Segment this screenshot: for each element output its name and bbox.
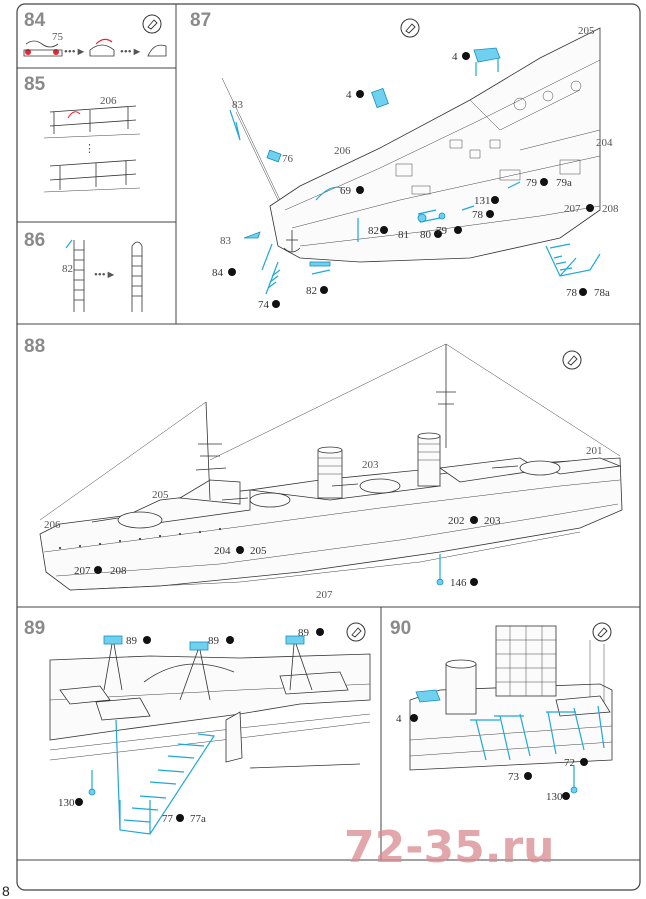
part-label: 74	[258, 299, 270, 311]
watermark: 72-35.ru	[344, 822, 554, 873]
part-label: 78a	[594, 287, 610, 299]
page-frame	[16, 3, 641, 891]
step-89: 89 89 89 89 130 77 77a	[24, 618, 371, 835]
part-82	[311, 218, 359, 275]
part-label: 204	[214, 545, 231, 557]
part-label: 79	[526, 177, 538, 189]
step-84: 84 75 •••► •••►	[23, 10, 167, 58]
part-label: 77a	[190, 813, 206, 825]
part-4	[371, 87, 389, 109]
glue-icon	[562, 350, 582, 370]
part-label: 202	[448, 515, 465, 527]
svg-text:•••►: •••►	[120, 46, 142, 58]
part-69	[315, 186, 343, 201]
glue-icon	[346, 622, 366, 642]
part-76	[266, 149, 282, 163]
part-label: 83	[232, 99, 244, 111]
part-83	[229, 109, 241, 141]
step-number: 85	[24, 74, 46, 95]
step-85: 85 206 ⋮	[24, 74, 141, 193]
part-label: 79	[436, 225, 448, 237]
step-number: 84	[24, 10, 46, 31]
step-number: 90	[390, 618, 411, 639]
part-label: 89	[298, 627, 310, 639]
part-label: 130	[546, 791, 563, 803]
part-label: 203	[362, 459, 379, 471]
part-label: 146	[450, 577, 467, 589]
part-label: 208	[110, 565, 127, 577]
glue-icon	[142, 14, 162, 34]
svg-text:⋮: ⋮	[84, 143, 95, 155]
step-90: 90 4 73 72 130	[390, 618, 613, 803]
step-number: 86	[24, 230, 45, 251]
page-number: 8	[2, 883, 10, 899]
part-label: 203	[484, 515, 501, 527]
part-label: 79a	[556, 177, 572, 189]
glue-icon	[400, 18, 420, 38]
part-label: 77	[162, 813, 174, 825]
funnel-section	[409, 683, 613, 771]
part-label: 208	[602, 203, 619, 215]
part-label: 4	[346, 89, 352, 101]
part-label: 205	[578, 25, 595, 37]
part-label: 206	[44, 519, 61, 531]
part-131	[461, 205, 475, 211]
part-label: 207	[564, 203, 581, 215]
step-number: 88	[24, 336, 45, 357]
part-label: 4	[396, 713, 402, 725]
part-label: 207	[74, 565, 91, 577]
part-label: 82	[368, 225, 379, 237]
svg-text:•••►: •••►	[94, 269, 116, 281]
part-label: 206	[334, 145, 351, 157]
part-label: 81	[398, 229, 409, 241]
part-4b	[473, 47, 501, 63]
portholes	[58, 527, 222, 550]
part-label: 76	[282, 153, 294, 165]
part-label: 78	[472, 209, 484, 221]
part-label: 89	[126, 635, 138, 647]
part-label: 89	[208, 635, 220, 647]
funnel	[417, 435, 441, 487]
part-label: 4	[452, 51, 458, 63]
part-label: 130	[58, 797, 75, 809]
part-78	[545, 243, 601, 277]
part-label: 205	[250, 545, 267, 557]
part-label: 69	[340, 185, 352, 197]
part-label: 83	[220, 235, 232, 247]
bow-hull	[269, 27, 601, 263]
part-label: 82	[306, 285, 317, 297]
step-88: 88	[24, 336, 623, 601]
part-label: 73	[508, 771, 520, 783]
step-number: 89	[24, 618, 45, 639]
part-label: 72	[564, 757, 575, 769]
part-label: 204	[596, 137, 613, 149]
part-label: 84	[212, 267, 224, 279]
part-label: 78	[566, 287, 578, 299]
part-label: 131	[474, 195, 491, 207]
part-label: 75	[52, 31, 64, 43]
glue-icon	[592, 622, 612, 642]
part-label: 82	[62, 263, 73, 275]
step-86: 86 82 •••►	[24, 230, 143, 312]
part-label: 205	[152, 489, 169, 501]
part-label: 206	[100, 95, 117, 107]
step-number: 87	[190, 10, 211, 31]
part-label: 201	[586, 445, 603, 457]
part-79	[507, 181, 521, 189]
step-87: 87	[190, 10, 619, 311]
part-label: 207	[316, 589, 333, 601]
part-label: 80	[420, 229, 432, 241]
svg-text:•••►: •••►	[64, 46, 86, 58]
